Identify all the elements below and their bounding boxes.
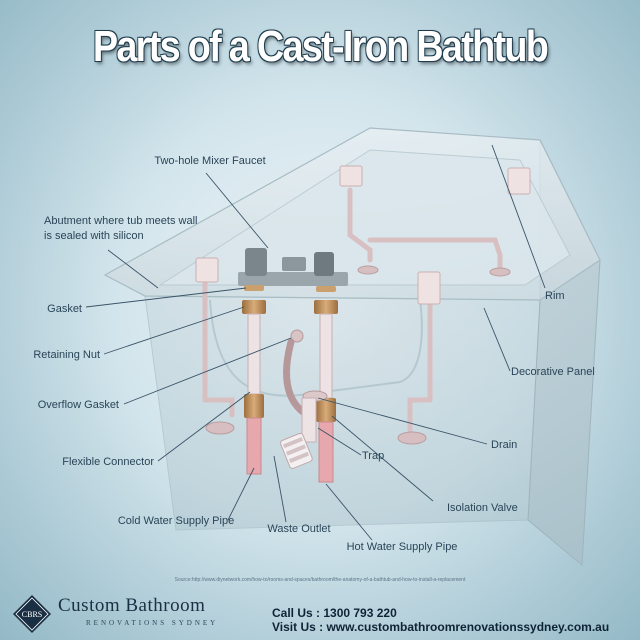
label-flexible-connector: Flexible Connector xyxy=(62,456,154,468)
waste-outlet xyxy=(280,432,313,469)
faucet-body-right xyxy=(314,252,334,276)
labels: Two-hole Mixer Faucet Abutment where tub… xyxy=(33,155,594,553)
overflow-gasket xyxy=(290,329,304,343)
hot-water-pipe xyxy=(318,421,334,483)
source-citation: Source:http://www.diynetwork.com/how-to/… xyxy=(174,577,466,583)
faucet xyxy=(238,248,348,286)
basin-curve xyxy=(209,299,423,397)
label-trap: Trap xyxy=(362,450,384,462)
label-hot-pipe: Hot Water Supply Pipe xyxy=(347,541,458,553)
retaining-nut-left xyxy=(242,300,266,314)
label-waste-outlet: Waste Outlet xyxy=(267,523,330,535)
faucet-spout xyxy=(282,257,306,271)
label-retaining-nut: Retaining Nut xyxy=(33,349,100,361)
tub-feet xyxy=(205,265,511,445)
trap-body xyxy=(301,397,317,443)
label-gasket: Gasket xyxy=(47,303,82,315)
company-subtitle: RENOVATIONS SYDNEY xyxy=(86,619,219,627)
label-faucet: Two-hole Mixer Faucet xyxy=(154,155,265,167)
leader-lines xyxy=(85,144,546,541)
overflow-pipe xyxy=(283,338,307,416)
footer: CBRS Custom Bathroom RENOVATIONS SYDNEY … xyxy=(0,588,640,640)
frame-blocks xyxy=(195,165,531,305)
company-name: Custom Bathroom xyxy=(58,595,206,616)
gasket-right xyxy=(316,286,336,292)
faucet-body-left xyxy=(245,248,267,276)
flexible-connector-right xyxy=(319,313,333,399)
supply-pipes xyxy=(242,285,338,483)
label-isolation-valve: Isolation Valve xyxy=(447,502,518,514)
isolation-valve-right xyxy=(316,398,336,422)
cbrs-diamond-logo-icon: CBRS xyxy=(13,595,51,633)
label-cold-pipe: Cold Water Supply Pipe xyxy=(118,515,234,527)
phone-contact[interactable]: Call Us : 1300 793 220 xyxy=(272,606,397,620)
website-link[interactable]: Visit Us : www.custombathroomrenovations… xyxy=(272,620,610,634)
label-decorative-panel: Decorative Panel xyxy=(511,366,595,378)
isolation-valve-left xyxy=(244,394,264,418)
label-abutment-1: Abutment where tub meets wall xyxy=(44,215,197,227)
label-drain: Drain xyxy=(491,439,517,451)
logo-badge-text: CBRS xyxy=(22,610,42,619)
gasket-left xyxy=(244,285,264,291)
waste-assembly xyxy=(280,329,328,469)
label-rim: Rim xyxy=(545,290,565,302)
label-overflow-gasket: Overflow Gasket xyxy=(38,399,119,411)
cold-water-pipe xyxy=(246,417,262,475)
page-title: Parts of a Cast-Iron Bathtub xyxy=(92,22,549,71)
label-abutment-2: is sealed with silicon xyxy=(44,230,144,242)
retaining-nut-right xyxy=(314,300,338,314)
